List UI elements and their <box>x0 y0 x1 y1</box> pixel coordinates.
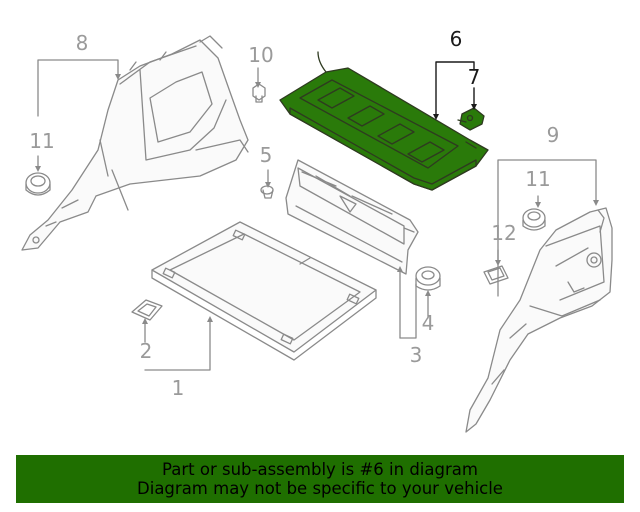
callout-2: 2 <box>140 339 153 363</box>
callout-6: 6 <box>450 27 463 51</box>
switch-part-12 <box>483 265 509 285</box>
callout-numbers: 8 11 10 5 6 7 9 11 12 4 3 2 1 <box>29 27 559 400</box>
callout-4: 4 <box>422 311 435 335</box>
callout-10: 10 <box>248 43 273 67</box>
grommet-left-part <box>25 172 51 196</box>
active-leader-lines <box>435 61 475 117</box>
rear-shelf-part-6 <box>279 51 489 191</box>
callout-12: 12 <box>491 221 516 245</box>
left-quarter-trim-part <box>21 35 249 251</box>
callout-8: 8 <box>76 31 89 55</box>
cover-cap-part-2 <box>131 299 163 321</box>
callout-11-right: 11 <box>525 167 550 191</box>
callout-5: 5 <box>260 143 273 167</box>
callout-9: 9 <box>547 123 560 147</box>
info-banner: Part or sub-assembly is #6 in diagram Di… <box>16 455 624 503</box>
arrow-heads <box>35 74 599 324</box>
right-quarter-trim-part <box>465 207 613 433</box>
callout-11-left: 11 <box>29 129 54 153</box>
banner-line-disclaimer: Diagram may not be specific to your vehi… <box>137 479 503 498</box>
active-arrow-heads <box>433 104 477 120</box>
parts-diagram: 8 11 10 5 6 7 9 11 12 4 3 2 1 <box>21 27 613 433</box>
grommet-right-part <box>522 208 546 231</box>
trunk-sill-part-3 <box>285 159 419 275</box>
clip-part-10 <box>252 83 266 103</box>
bumper-stop-part-4 <box>415 266 441 291</box>
push-pin-part-5 <box>260 185 274 199</box>
callout-1: 1 <box>172 376 185 400</box>
callout-3: 3 <box>410 343 423 367</box>
banner-line-part-number: Part or sub-assembly is #6 in diagram <box>162 460 478 479</box>
hinge-bracket-part-7 <box>457 107 485 131</box>
load-floor-part-1 <box>151 221 377 361</box>
callout-7: 7 <box>468 65 481 89</box>
